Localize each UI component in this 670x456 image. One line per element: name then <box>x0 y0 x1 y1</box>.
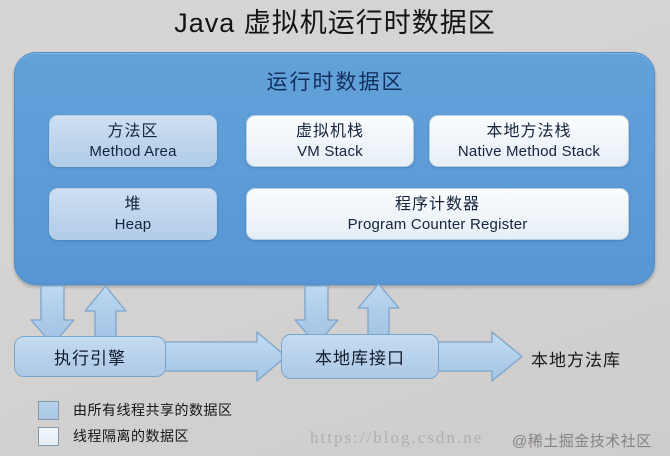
region-native-method-stack: 本地方法栈 Native Method Stack <box>429 115 629 167</box>
execution-engine-label: 执行引擎 <box>54 349 126 368</box>
legend-item-shared: 由所有线程共享的数据区 <box>38 398 233 422</box>
region-heap-en: Heap <box>114 216 152 233</box>
region-native-method-stack-cn: 本地方法栈 <box>486 123 572 140</box>
legend-swatch-shared-icon <box>38 400 59 420</box>
runtime-data-area-heading: 运行时数据区 <box>266 71 405 94</box>
region-program-counter-register-en: Program Counter Register <box>347 216 528 233</box>
region-vm-stack: 虚拟机栈 VM Stack <box>246 115 414 167</box>
native-library-text: 本地方法库 <box>531 351 621 370</box>
region-vm-stack-en: VM Stack <box>297 143 363 160</box>
region-heap: 堆 Heap <box>49 188 217 240</box>
execution-engine-box: 执行引擎 <box>14 336 166 377</box>
region-native-method-stack-en: Native Method Stack <box>457 143 601 160</box>
arrow-right-native-interface-to-library <box>435 331 523 382</box>
legend-item-isolated: 线程隔离的数据区 <box>38 424 233 448</box>
region-vm-stack-cn: 虚拟机栈 <box>295 123 364 140</box>
legend-label-isolated: 线程隔离的数据区 <box>73 428 189 444</box>
arrow-right-engine-to-native-interface <box>159 331 287 382</box>
page-title: Java 虚拟机运行时数据区 <box>174 8 496 38</box>
watermark-brand: @稀土掘金技术社区 <box>512 433 652 450</box>
watermark-url: https://blog.csdn.ne <box>310 428 484 447</box>
region-method-area: 方法区 Method Area <box>49 115 217 167</box>
region-method-area-en: Method Area <box>89 143 177 160</box>
legend-label-shared: 由所有线程共享的数据区 <box>73 402 233 418</box>
legend: 由所有线程共享的数据区 线程隔离的数据区 <box>38 398 233 450</box>
runtime-data-area-container: 运行时数据区 方法区 Method Area 虚拟机栈 VM Stack 本地方… <box>14 52 655 285</box>
region-program-counter-register-cn: 程序计数器 <box>394 196 480 213</box>
legend-swatch-isolated-icon <box>38 426 59 446</box>
native-interface-label: 本地库接口 <box>315 349 405 368</box>
region-heap-cn: 堆 <box>124 196 142 213</box>
native-library-label: 本地方法库 <box>531 346 621 371</box>
region-program-counter-register: 程序计数器 Program Counter Register <box>246 188 629 240</box>
native-interface-box: 本地库接口 <box>281 334 439 379</box>
region-method-area-cn: 方法区 <box>107 123 159 140</box>
